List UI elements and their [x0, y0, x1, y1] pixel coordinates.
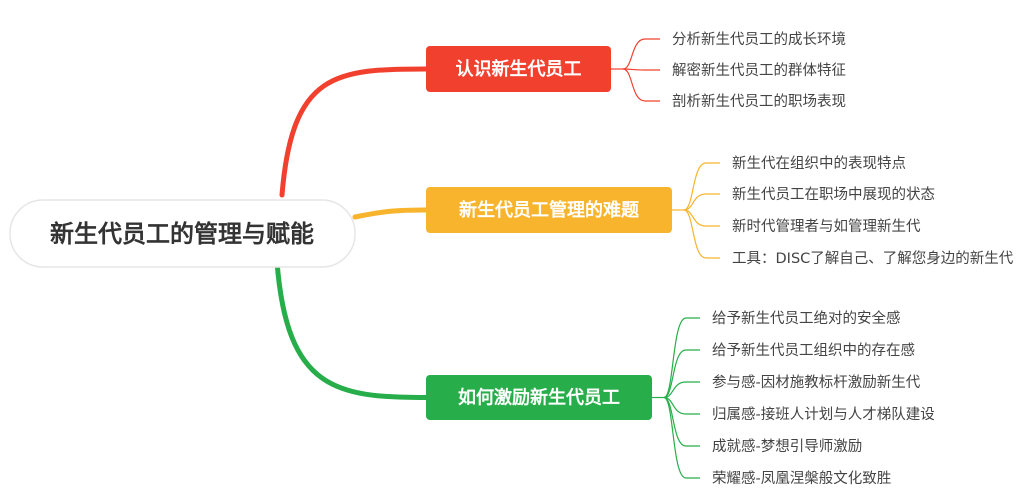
leaf-node[interactable]: 荣耀感-凤凰涅槃般文化致胜 [712, 470, 891, 487]
branch-link [274, 259, 429, 400]
branch-label: 如何激励新生代员工 [458, 387, 620, 409]
leaf-link [663, 396, 700, 479]
branch-node-2[interactable]: 新生代员工管理的难题 [426, 187, 672, 233]
branch-label: 新生代员工管理的难题 [459, 199, 640, 221]
root-label: 新生代员工的管理与赋能 [50, 220, 314, 248]
leaf-node[interactable]: 剖析新生代员工的职场表现 [672, 93, 846, 110]
leaf-link [663, 349, 700, 399]
leaf-link [683, 209, 720, 259]
leaf-node[interactable]: 参与感-因材施教标杆激励新生代 [712, 374, 921, 391]
branch-link [279, 66, 429, 198]
leaf-link [663, 381, 700, 399]
leaf-node[interactable]: 新生代员工在职场中展现的状态 [732, 186, 935, 203]
leaf-link [683, 162, 720, 211]
leaf-node[interactable]: 给予新生代员工组织中的存在感 [712, 342, 915, 359]
leaf-link [663, 396, 700, 447]
root-node[interactable]: 新生代员工的管理与赋能 [9, 199, 356, 268]
branch-node-3[interactable]: 如何激励新生代员工 [426, 375, 652, 420]
leaf-node[interactable]: 工具：DISC了解自己、了解您身边的新生代 [732, 250, 1014, 267]
leaf-link [622, 38, 660, 70]
branch-link [352, 207, 429, 220]
leaf-link [622, 68, 660, 102]
leaf-node[interactable]: 解密新生代员工的群体特征 [672, 62, 846, 79]
leaf-node[interactable]: 新生代在组织中的表现特点 [732, 155, 906, 172]
leaf-node[interactable]: 给予新生代员工绝对的安全感 [712, 309, 901, 327]
leaf-node[interactable]: 分析新生代员工的成长环境 [672, 30, 846, 48]
leaf-link [683, 193, 720, 211]
branch-node-1[interactable]: 认识新生代员工 [426, 46, 611, 92]
leaf-node[interactable]: 新时代管理者与如管理新生代 [732, 218, 921, 235]
branch-label: 认识新生代员工 [456, 58, 582, 80]
leaf-link [663, 317, 700, 399]
leaf-node[interactable]: 归属感-接班人计划与人才梯队建设 [712, 406, 935, 423]
leaf-node[interactable]: 成就感-梦想引导师激励 [712, 438, 862, 455]
leaf-link [622, 68, 660, 71]
